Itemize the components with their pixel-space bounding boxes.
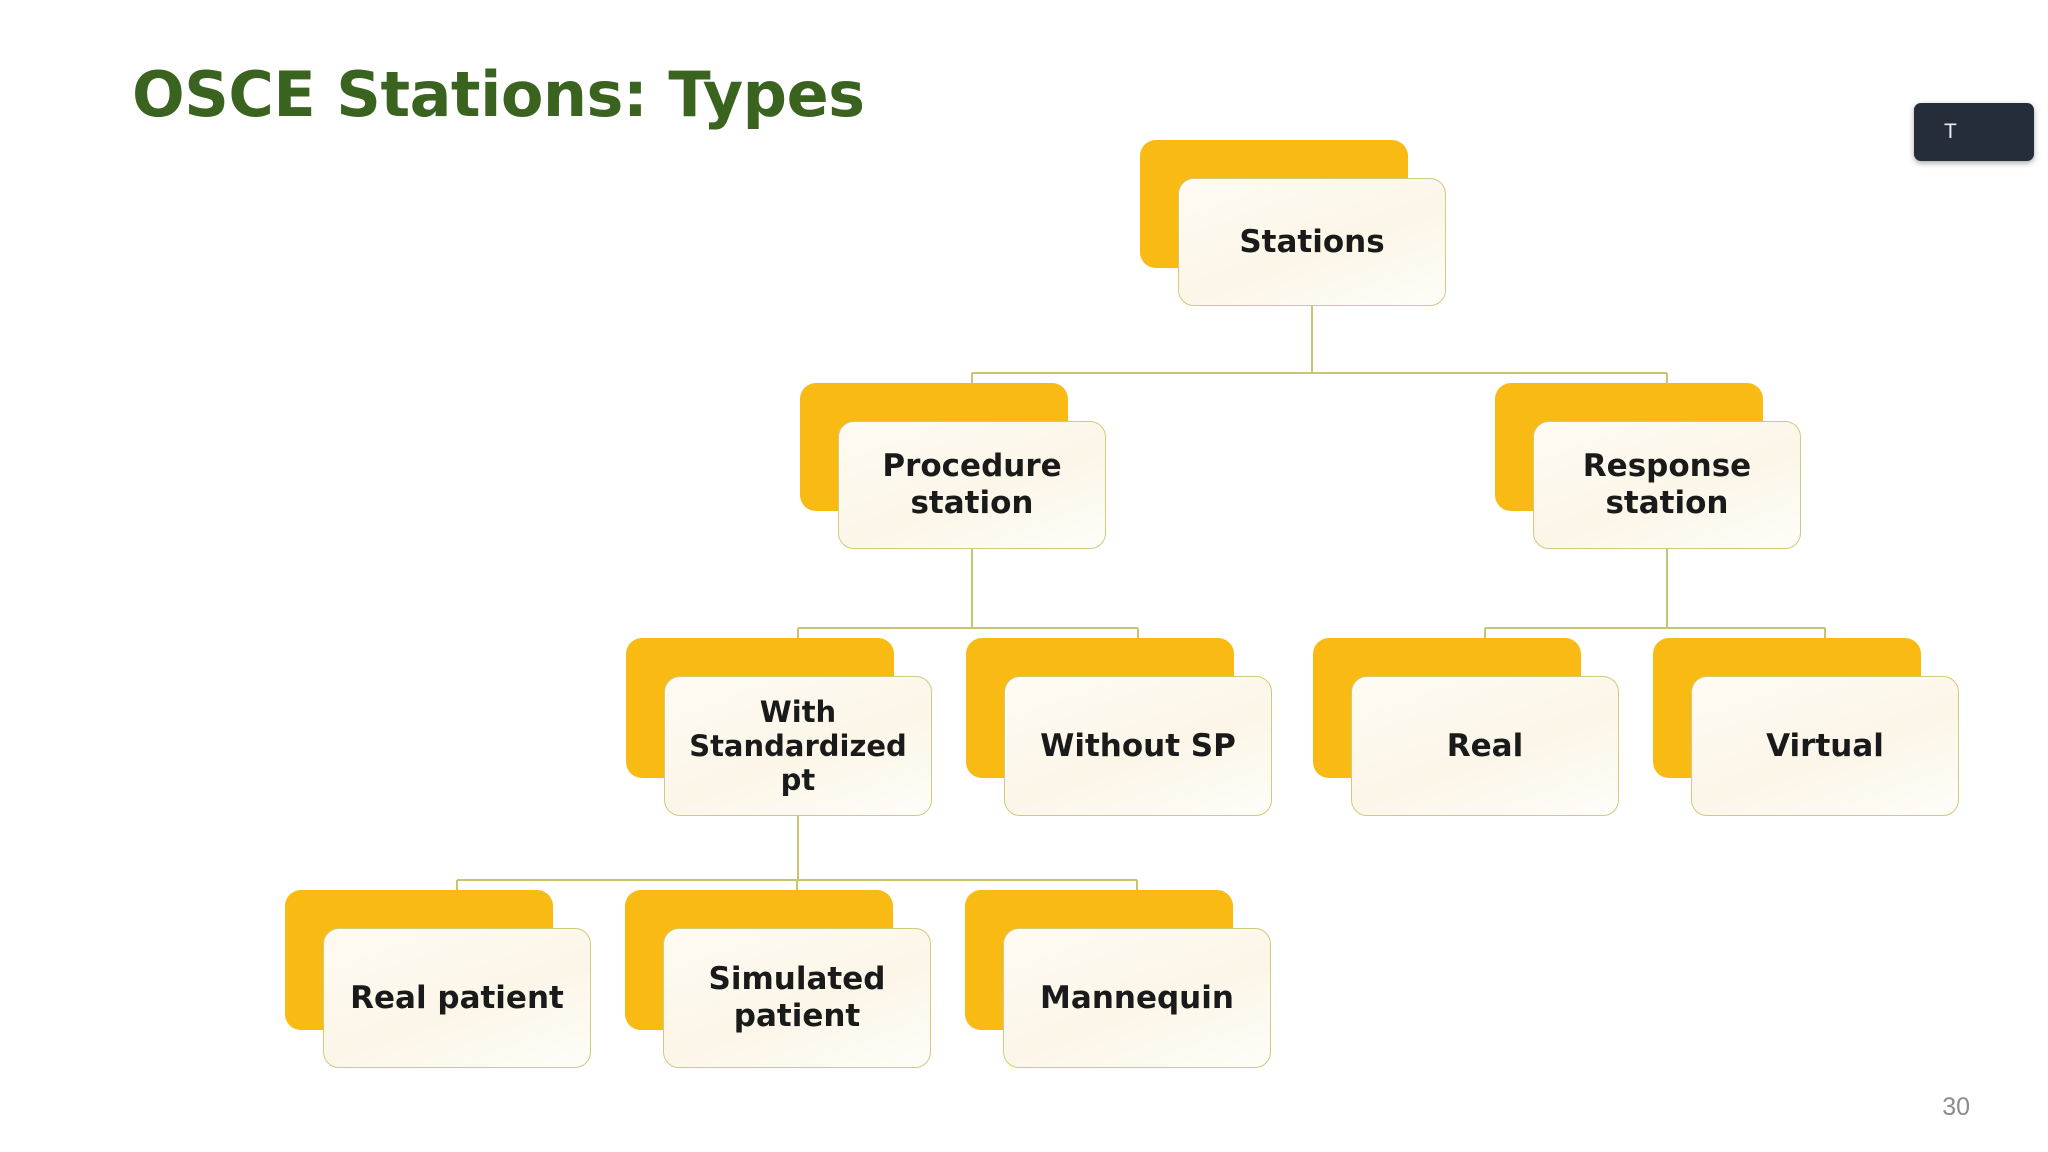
node-card[interactable]: Real patient [323,928,591,1068]
node-label: Response station [1582,448,1752,521]
node-card[interactable]: Stations [1178,178,1446,306]
node-stations[interactable]: Stations [1140,140,1446,306]
node-sim-patient[interactable]: Simulated patient [625,890,931,1068]
node-label: Stations [1239,223,1385,260]
node-real-patient[interactable]: Real patient [285,890,591,1068]
node-real[interactable]: Real [1313,638,1619,816]
node-mannequin[interactable]: Mannequin [965,890,1271,1068]
node-card[interactable]: Procedure station [838,421,1106,549]
node-card[interactable]: Without SP [1004,676,1272,816]
node-without-sp[interactable]: Without SP [966,638,1272,816]
page-number: 30 [1942,1093,1970,1121]
node-response[interactable]: Response station [1495,383,1801,549]
node-card[interactable]: Simulated patient [663,928,931,1068]
node-card[interactable]: Response station [1533,421,1801,549]
node-label: Mannequin [1040,979,1234,1016]
node-virtual[interactable]: Virtual [1653,638,1959,816]
node-card[interactable]: Real [1351,676,1619,816]
node-label: With Standardized pt [689,694,907,798]
node-procedure[interactable]: Procedure station [800,383,1106,549]
node-label: Without SP [1040,727,1236,764]
node-label: Real [1446,727,1524,764]
node-card[interactable]: With Standardized pt [664,676,932,816]
tooltip-popup: T [1914,103,2034,161]
node-label: Real patient [350,979,564,1016]
node-label: Simulated patient [708,961,886,1034]
page-title: OSCE Stations: Types [132,58,865,131]
node-label: Virtual [1766,727,1884,764]
node-with-sp[interactable]: With Standardized pt [626,638,932,816]
node-label: Procedure station [882,448,1062,521]
node-card[interactable]: Mannequin [1003,928,1271,1068]
node-card[interactable]: Virtual [1691,676,1959,816]
